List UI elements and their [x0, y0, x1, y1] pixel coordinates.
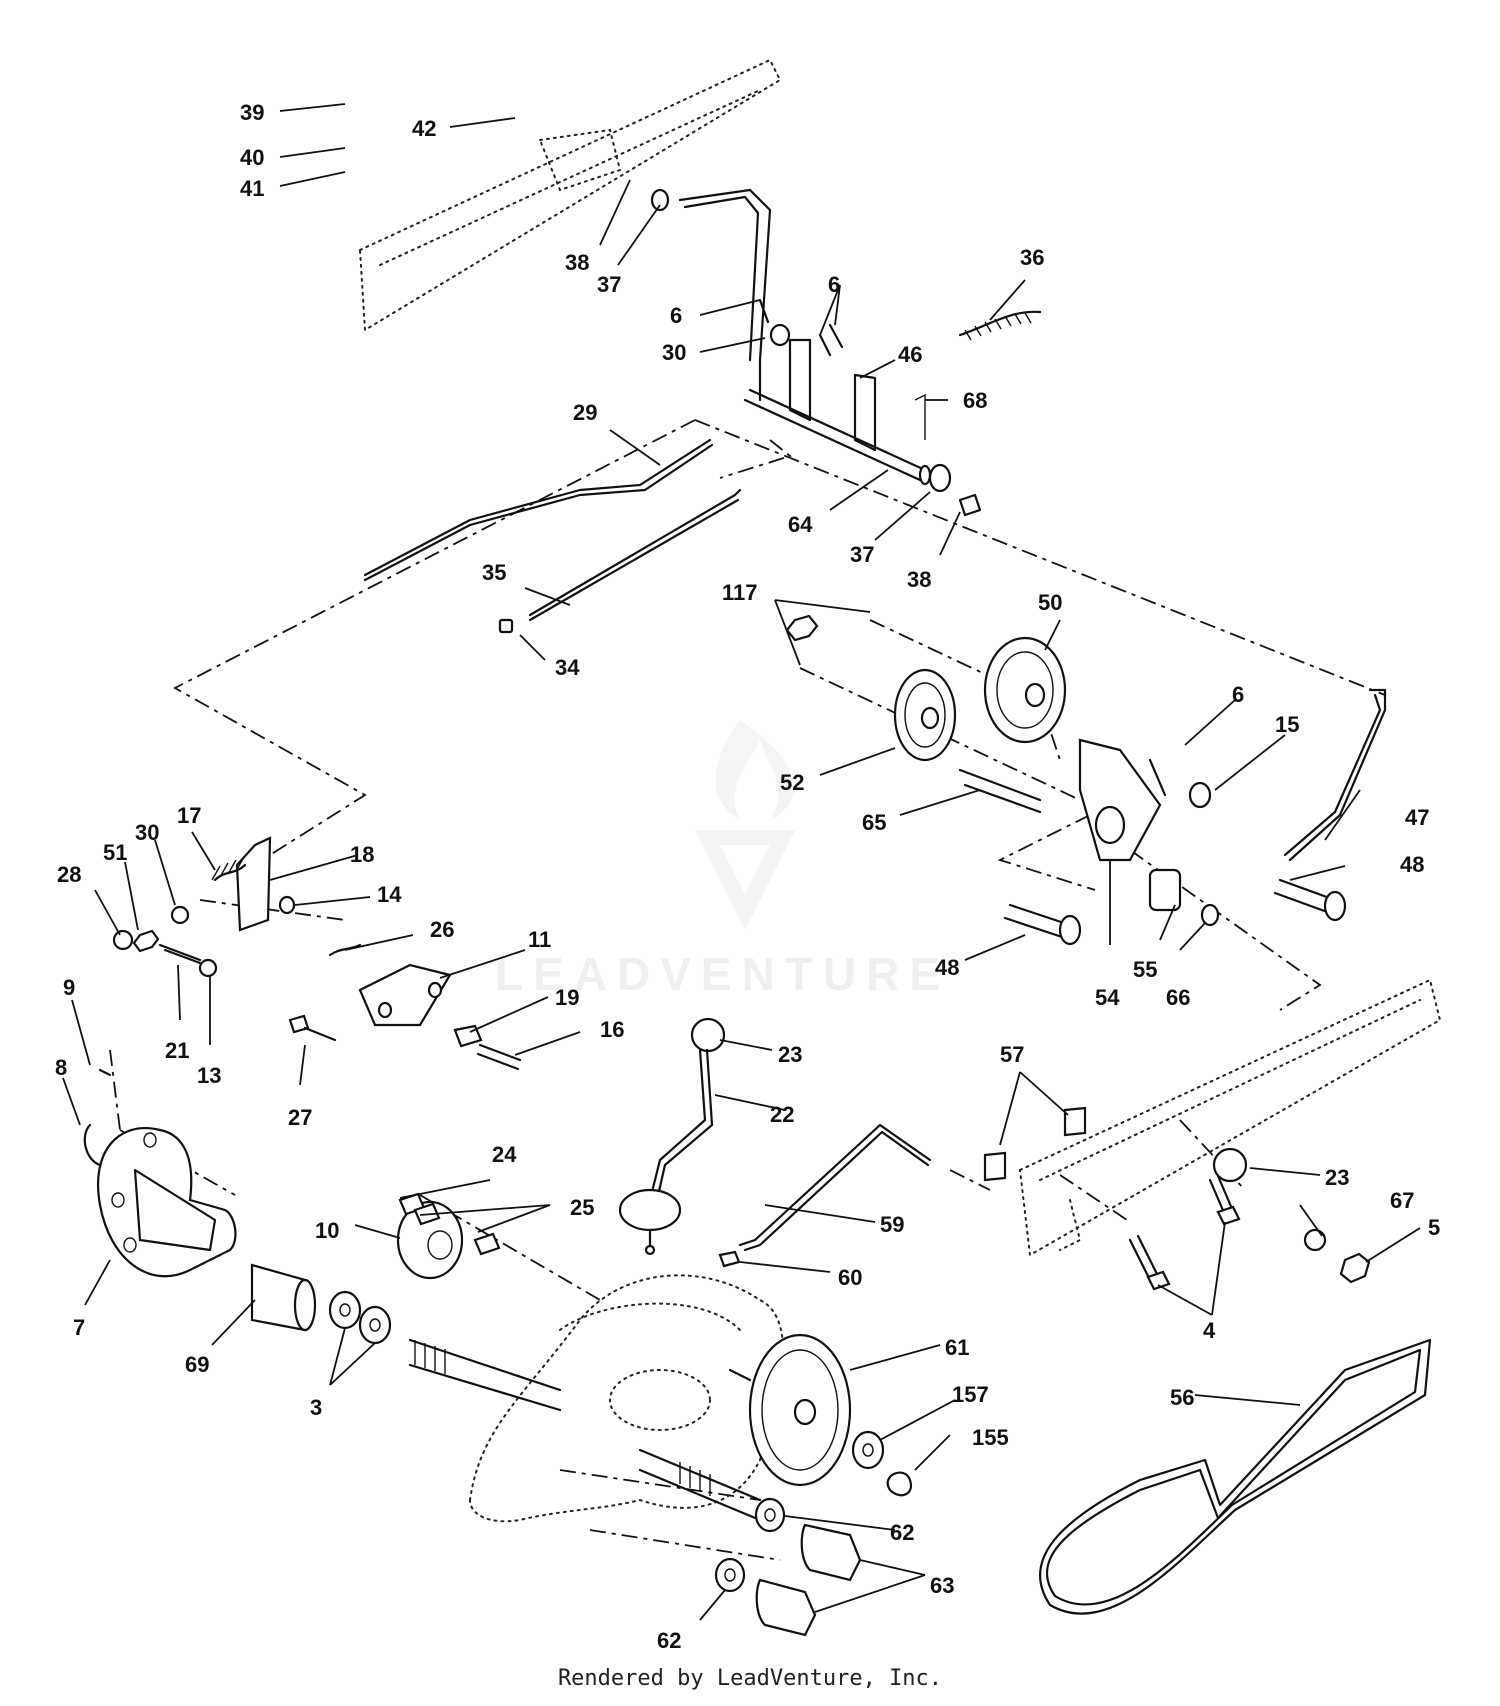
callout-30: 30 [135, 820, 159, 845]
callout-47: 47 [1405, 805, 1429, 830]
callout-63: 63 [930, 1573, 954, 1598]
callout-40: 40 [240, 145, 264, 170]
callout-23: 23 [778, 1042, 802, 1067]
upper-frame-rail [358, 58, 782, 332]
callout-17: 17 [177, 803, 201, 828]
callout-6: 6 [828, 272, 840, 297]
callout-60: 60 [838, 1265, 862, 1290]
callout-50: 50 [1038, 590, 1062, 615]
callout-62: 62 [657, 1628, 681, 1653]
callout-42: 42 [412, 116, 436, 141]
callout-67: 67 [1390, 1188, 1414, 1213]
leader-lines [62, 103, 1421, 1621]
callout-6: 6 [670, 303, 682, 328]
callout-7: 7 [73, 1315, 85, 1340]
linkage-rods [363, 438, 1387, 862]
clutch-pivot-assembly [650, 188, 1042, 517]
callout-15: 15 [1275, 712, 1299, 737]
callout-38: 38 [907, 567, 931, 592]
callout-27: 27 [288, 1105, 312, 1130]
callout-39: 39 [240, 100, 264, 125]
callout-36: 36 [1020, 245, 1044, 270]
callout-61: 61 [945, 1335, 969, 1360]
callout-56: 56 [1170, 1385, 1194, 1410]
callout-69: 69 [185, 1352, 209, 1377]
callout-6: 6 [1232, 682, 1244, 707]
lower-frame-rail [1018, 978, 1442, 1257]
callout-37: 37 [850, 542, 874, 567]
callout-66: 66 [1166, 985, 1190, 1010]
leadventure-watermark: LEADVENTURE [495, 720, 950, 1000]
callout-9: 9 [63, 975, 75, 1000]
callout-38: 38 [565, 250, 589, 275]
callout-52: 52 [780, 770, 804, 795]
callout-23: 23 [1325, 1165, 1349, 1190]
callout-10: 10 [315, 1218, 339, 1243]
callout-62: 62 [890, 1520, 914, 1545]
callout-155: 155 [972, 1425, 1009, 1450]
callout-157: 157 [952, 1382, 989, 1407]
callout-68: 68 [963, 388, 987, 413]
callout-34: 34 [555, 655, 580, 680]
callout-22: 22 [770, 1102, 794, 1127]
callout-21: 21 [165, 1038, 189, 1063]
callout-13: 13 [197, 1063, 221, 1088]
idler-pulley-assembly [785, 614, 1347, 946]
callout-37: 37 [597, 272, 621, 297]
callout-14: 14 [377, 882, 402, 907]
callout-46: 46 [898, 342, 922, 367]
callout-25: 25 [570, 1195, 594, 1220]
callout-65: 65 [862, 810, 886, 835]
callout-26: 26 [430, 917, 454, 942]
callout-24: 24 [492, 1142, 517, 1167]
callout-19: 19 [555, 985, 579, 1010]
callout-54: 54 [1095, 985, 1120, 1010]
callout-55: 55 [1133, 957, 1157, 982]
watermark-brand: LEADVENTURE [495, 948, 950, 1000]
callout-28: 28 [57, 862, 81, 887]
callout-labels: 39 40 41 42 38 37 36 6 6 30 46 68 29 64 … [55, 100, 1440, 1653]
callout-29: 29 [573, 400, 597, 425]
callout-64: 64 [788, 512, 813, 537]
callout-51: 51 [103, 840, 127, 865]
axle-hub-assembly [97, 1127, 392, 1345]
callout-30: 30 [662, 340, 686, 365]
callout-4: 4 [1203, 1318, 1216, 1343]
callout-8: 8 [55, 1055, 67, 1080]
callout-5: 5 [1428, 1215, 1440, 1240]
callout-16: 16 [600, 1017, 624, 1042]
transaxle-housing [408, 1274, 785, 1523]
callout-59: 59 [880, 1212, 904, 1237]
callout-117: 117 [722, 580, 758, 605]
callout-11: 11 [528, 927, 551, 952]
callout-48: 48 [1400, 852, 1424, 877]
clutch-bracket-assembly [83, 836, 522, 1167]
callout-48: 48 [935, 955, 959, 980]
assembly-guide-lines [109, 419, 1386, 1561]
callout-35: 35 [482, 560, 506, 585]
rendered-by-credit: Rendered by LeadVenture, Inc. [557, 1666, 943, 1691]
callout-41: 41 [240, 176, 264, 201]
callout-3: 3 [310, 1395, 322, 1420]
drive-pulley-assembly [714, 1333, 1432, 1637]
callout-18: 18 [350, 842, 374, 867]
lower-controls [718, 1106, 1371, 1291]
callout-57: 57 [1000, 1042, 1024, 1067]
shift-assembly [396, 1017, 726, 1280]
